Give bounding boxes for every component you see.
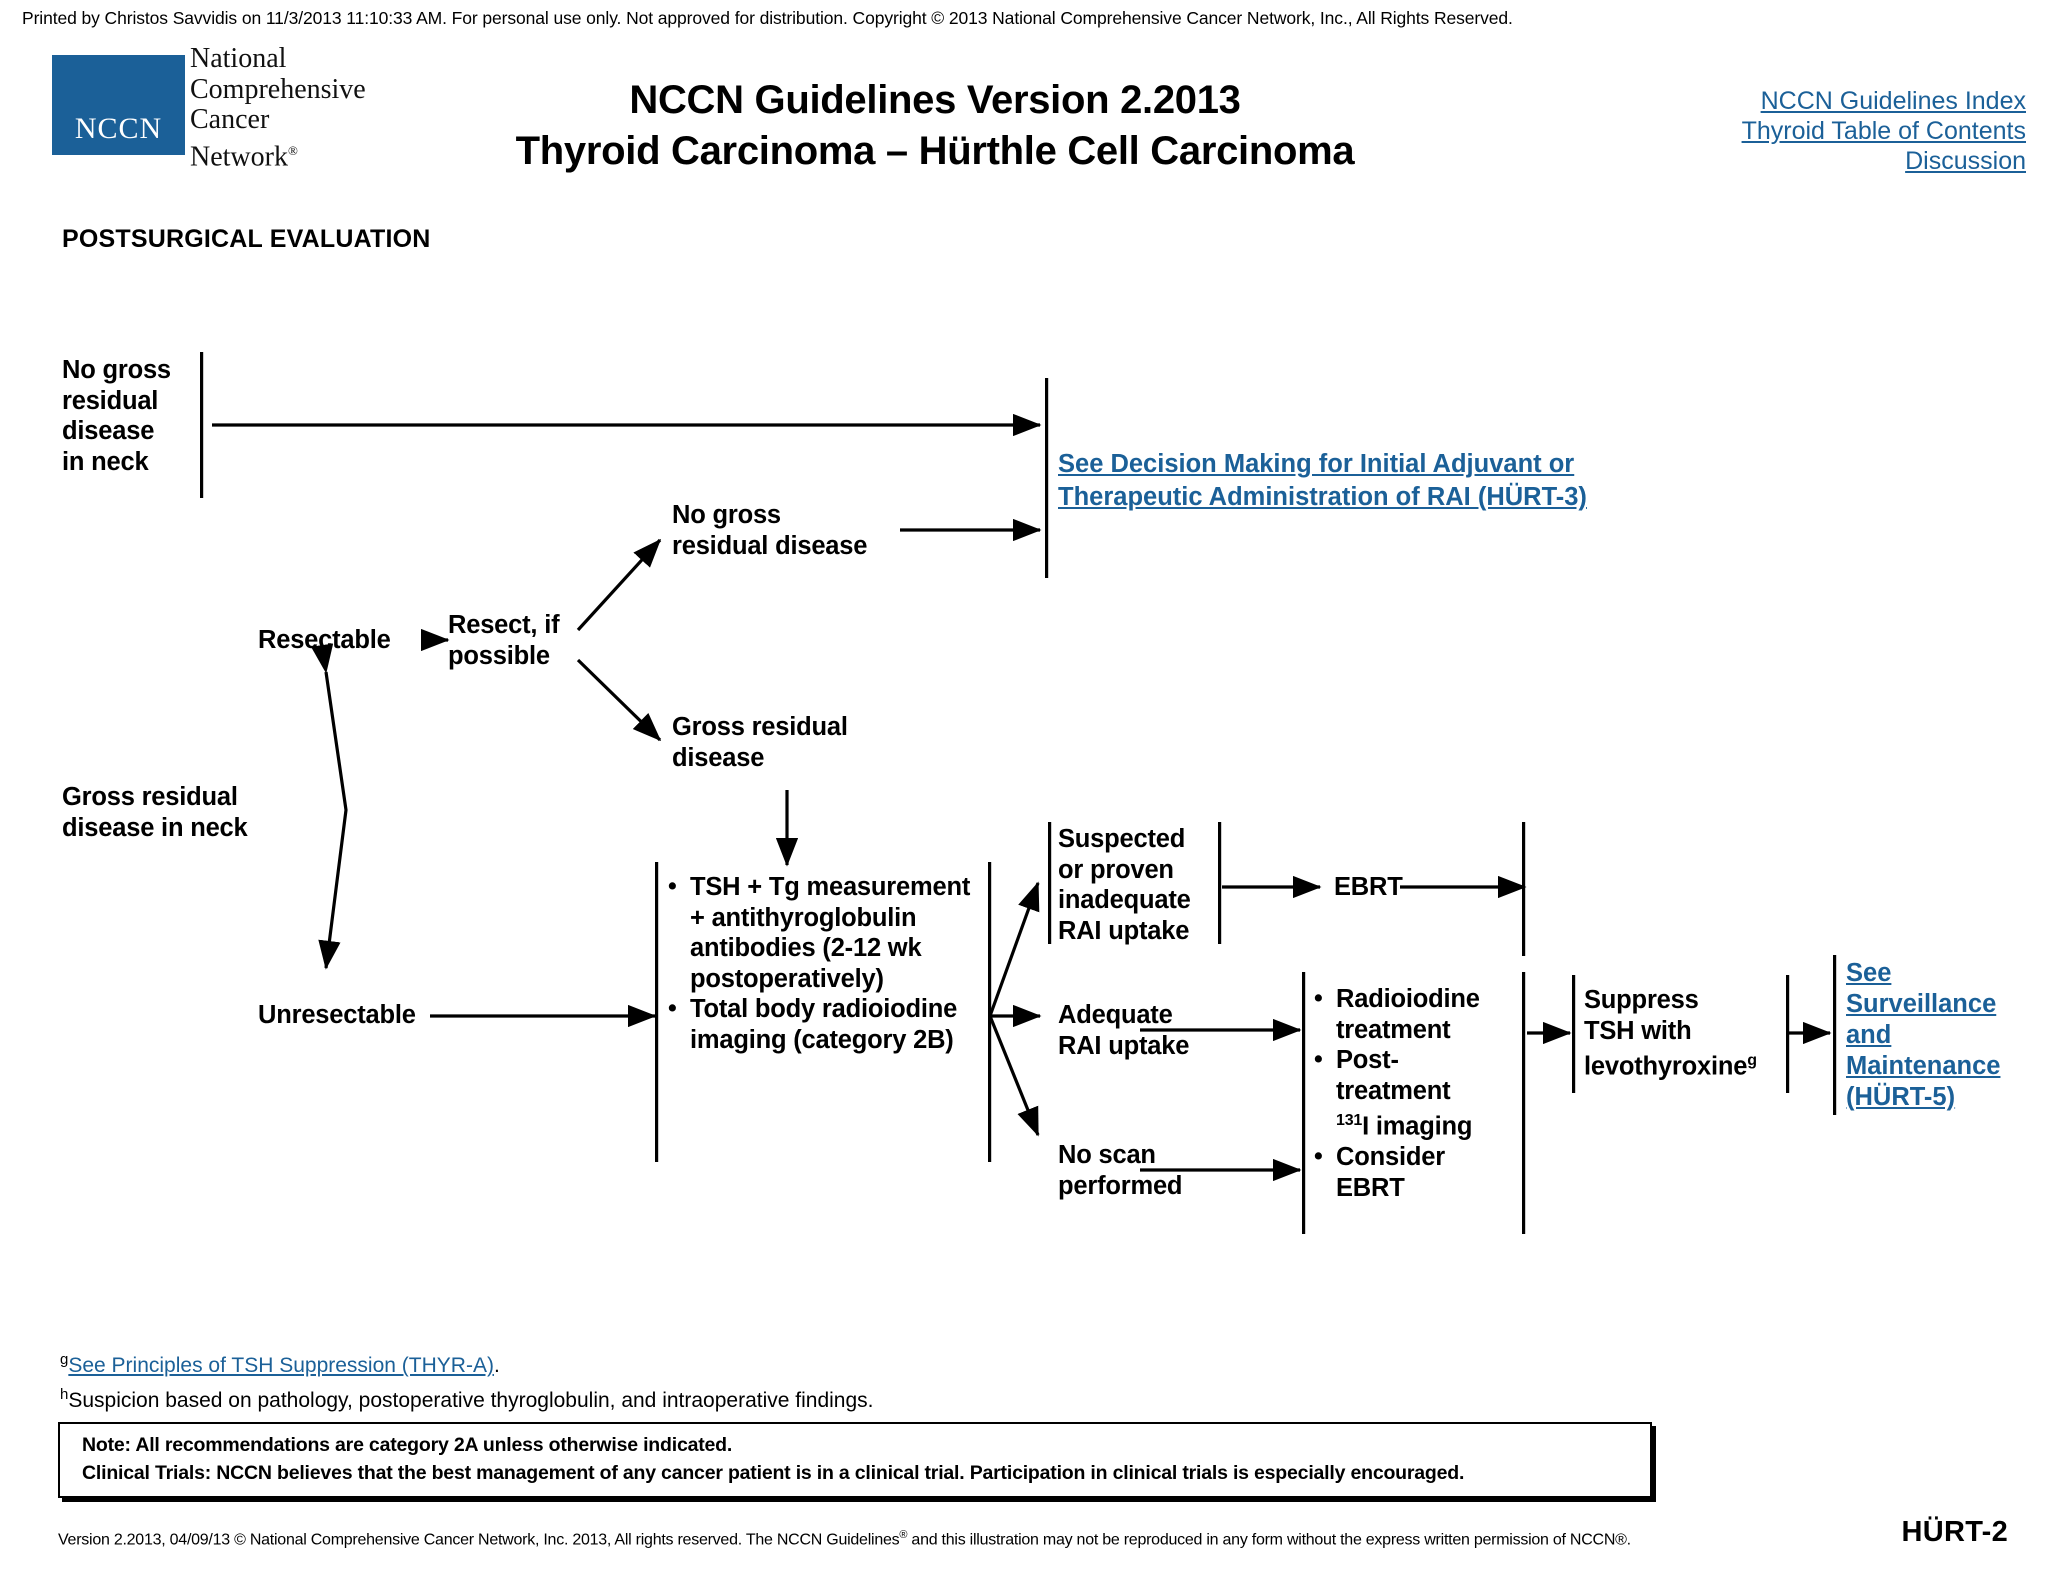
copyright-registered-icon: ®: [899, 1529, 908, 1541]
link-discussion[interactable]: Discussion: [1905, 147, 2026, 175]
copyright-footer-pre: Version 2.2013, 04/09/13 © National Comp…: [58, 1531, 900, 1549]
note-line-clinical-trials: Clinical Trials: NCCN believes that the …: [82, 1462, 1465, 1484]
nccn-logo-text: NCCN: [74, 112, 163, 145]
page-code: HÜRT-2: [1901, 1516, 2008, 1548]
isotope-superscript-131: 131: [1336, 1112, 1363, 1129]
treatment-bullet-list: Radioiodine treatment Post-treatment 131I…: [1314, 983, 1519, 1203]
nccn-logo-mark: NCCN: [52, 55, 185, 155]
node-ebrt: EBRT: [1334, 873, 1403, 901]
treatment-bullet-post-treatment-imaging: Post-treatment 131I imaging: [1314, 1044, 1519, 1142]
copyright-footer-post: and this illustration may not be reprodu…: [907, 1531, 1631, 1549]
treatment-bullet-post: Post-: [1336, 1046, 1399, 1074]
nccn-logo-wordmark: National Comprehensive Cancer Network®: [190, 43, 450, 173]
footnote-g-link[interactable]: See Principles of TSH Suppression (THYR-…: [68, 1354, 494, 1377]
page-title-line1: NCCN Guidelines Version 2.2013: [629, 78, 1241, 122]
treatment-bullet-treatment: treatment: [1336, 1076, 1451, 1105]
logo-word-comprehensive: Comprehensive: [190, 73, 366, 105]
node-rai-treatment: Radioiodine treatment Post-treatment 131I…: [1314, 983, 1519, 1203]
logo-word-national: National: [190, 43, 287, 74]
node-resectable: Resectable: [258, 626, 391, 654]
footnote-h-mark: h: [60, 1386, 69, 1403]
footnote-h-text: Suspicion based on pathology, postoperat…: [68, 1389, 874, 1412]
header-link-group[interactable]: NCCN Guidelines Index Thyroid Table of C…: [1742, 86, 2026, 176]
footnote-g-mark: g: [60, 1351, 69, 1368]
treatment-bullet-imaging: I imaging: [1362, 1112, 1473, 1141]
workup-bullet-2: Total body radioiodine imaging (category…: [668, 993, 990, 1055]
treatment-bullet-consider-ebrt: Consider EBRT: [1314, 1141, 1519, 1203]
link-rai-decision-making[interactable]: See Decision Making for Initial Adjuvant…: [1058, 450, 1587, 511]
node-surveillance-link[interactable]: See Surveillance and Maintenance (HÜRT-5…: [1846, 958, 2031, 1113]
footnote-list: gSee Principles of TSH Suppression (THYR…: [60, 1345, 1560, 1415]
registered-mark-icon: ®: [287, 142, 298, 158]
logo-word-network: Network®: [190, 136, 450, 173]
footnote-ref-g: g: [1747, 1052, 1757, 1069]
logo-word-network-label: Network: [190, 140, 288, 172]
link-surveillance-maintenance[interactable]: See Surveillance and Maintenance (HÜRT-5…: [1846, 959, 2001, 1111]
link-nccn-guidelines-index[interactable]: NCCN Guidelines Index: [1760, 87, 2026, 115]
node-postsurgical-workup: TSH + Tg measurement + antithyroglobulin…: [668, 871, 990, 1055]
logo-word-cancer: Cancer: [190, 104, 270, 135]
copyright-footer: Version 2.2013, 04/09/13 © National Comp…: [58, 1529, 1631, 1549]
node-rai-decision-link[interactable]: See Decision Making for Initial Adjuvant…: [1058, 448, 1678, 514]
print-banner: Printed by Christos Savvidis on 11/3/201…: [22, 8, 1513, 28]
workup-bullet-list: TSH + Tg measurement + antithyroglobulin…: [668, 871, 990, 1055]
link-thyroid-table-of-contents[interactable]: Thyroid Table of Contents: [1741, 117, 2026, 145]
note-line-recommendations: Note: All recommendations are category 2…: [82, 1434, 733, 1456]
footnote-h: hSuspicion based on pathology, postopera…: [60, 1380, 1560, 1415]
treatment-bullet-radioiodine: Radioiodine treatment: [1314, 983, 1519, 1045]
page-title: NCCN Guidelines Version 2.2013 Thyroid C…: [430, 75, 1440, 177]
section-heading: POSTSURGICAL EVALUATION: [62, 225, 431, 253]
node-unresectable: Unresectable: [258, 1001, 416, 1029]
footnote-g[interactable]: gSee Principles of TSH Suppression (THYR…: [60, 1345, 1560, 1380]
workup-bullet-1: TSH + Tg measurement + antithyroglobulin…: [668, 871, 990, 994]
note-box: Note: All recommendations are category 2…: [58, 1422, 1652, 1498]
page-title-line2: Thyroid Carcinoma – Hürthle Cell Carcino…: [515, 129, 1355, 173]
footnote-g-tail: .: [493, 1354, 500, 1377]
